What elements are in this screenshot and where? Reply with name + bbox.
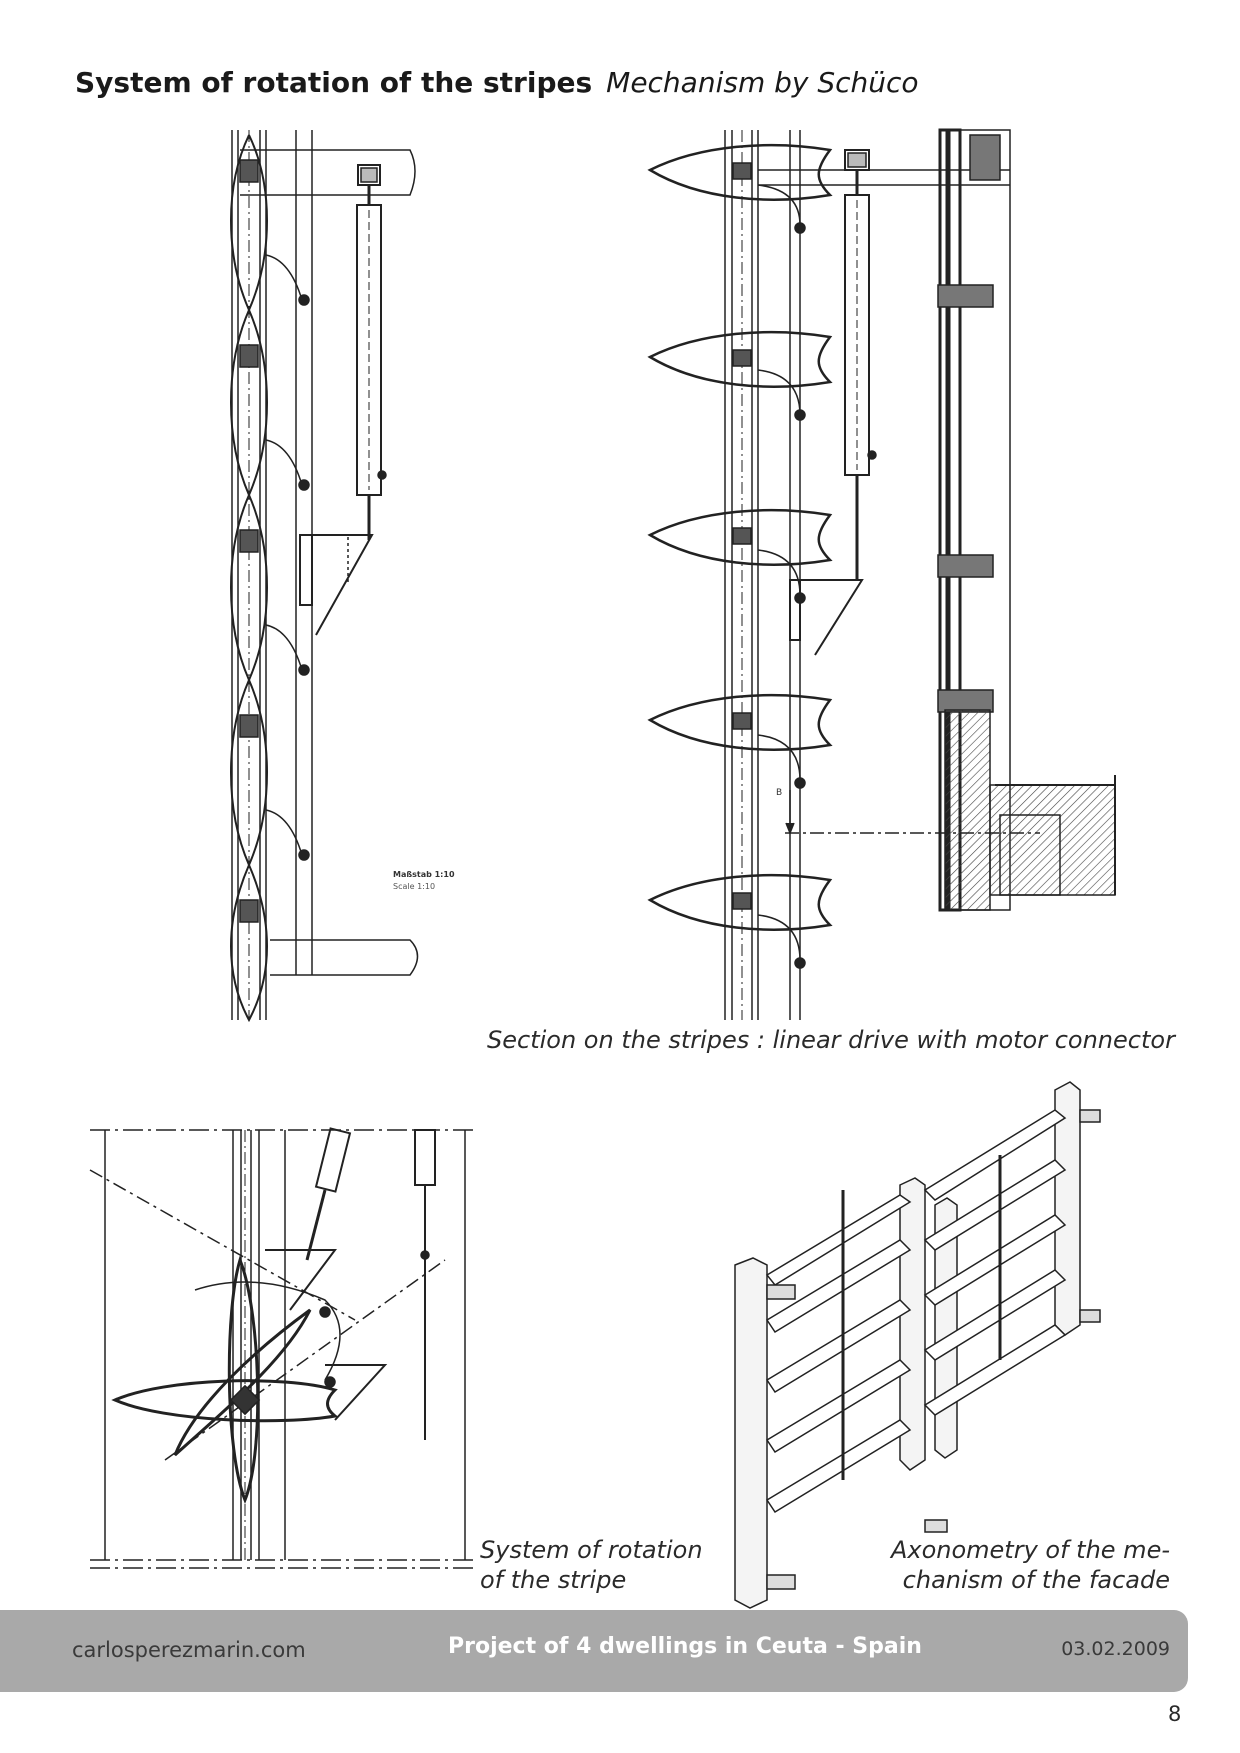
footer-bar: carlosperezmarin.com Project of 4 dwelli… [0,1610,1188,1692]
rotation-drawing [89,1127,475,1569]
caption-axonometry: Axonometry of the me- chanism of the fac… [880,1535,1170,1595]
page-title: System of rotation of the stripes Mechani… [75,66,919,99]
title-subtitle: Mechanism by Schüco [606,66,919,99]
caption-rotation-line1: System of rotation [480,1536,703,1564]
caption-rotation-line2: of the stripe [480,1566,627,1594]
footer-website: carlosperezmarin.com [72,1638,306,1662]
page-number: 8 [1168,1702,1182,1726]
scale-label-de: Maßstab 1:10 [393,870,455,879]
section-marker-b: B [776,788,782,798]
caption-axonometry-line1: Axonometry of the me- [890,1536,1170,1564]
section-drawing-left: Maßstab 1:10 Scale 1:10 [230,130,455,1023]
caption-axonometry-line2: chanism of the facade [902,1566,1170,1594]
title-main: System of rotation of the stripes [75,66,593,99]
scale-label-en: Scale 1:10 [393,882,435,891]
caption-section: Section on the stripes : linear drive wi… [487,1025,1175,1055]
axonometry-drawing [734,1081,1101,1609]
caption-rotation: System of rotation of the stripe [480,1535,703,1595]
caption-section-text: Section on the stripes : linear drive wi… [487,1026,1175,1054]
footer-project-title: Project of 4 dwellings in Ceuta - Spain [448,1634,922,1659]
footer-date: 03.02.2009 [1061,1638,1170,1660]
section-drawing-right: B [647,128,1116,1020]
